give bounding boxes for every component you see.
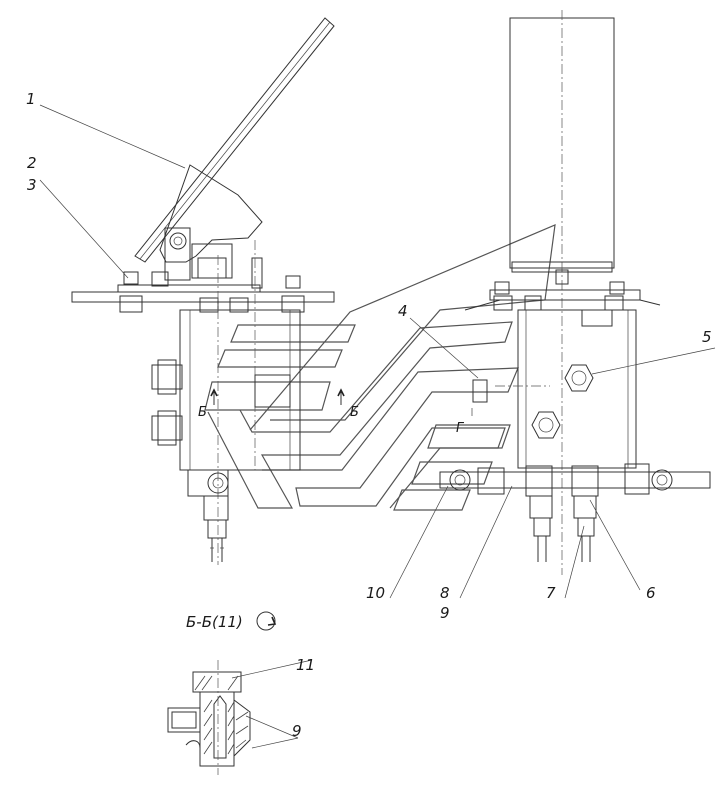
callout-9-section: 9 [292,722,302,740]
callout-2: 2 [27,154,37,172]
callout-10: 10 [366,584,385,602]
section-title: Б-Б(11) [186,613,243,631]
section-marks: Б Б Г Б-Б(11) [186,405,465,631]
leader-lines [39,104,716,749]
section-mark-aux: Г [456,421,465,436]
callout-3: 3 [27,176,37,194]
callout-labels: 1 2 3 4 5 6 7 8 9 10 11 9 [26,90,712,740]
section-detail [167,611,277,775]
callout-5: 5 [702,328,712,346]
callout-8: 8 [440,584,450,602]
callout-11: 11 [296,656,315,674]
watermark-logo [204,224,556,511]
callout-4: 4 [398,302,408,320]
section-mark-left: Б [198,405,207,420]
callout-1: 1 [26,90,36,108]
callout-6: 6 [646,584,656,602]
callout-7: 7 [546,584,556,602]
cylinder-assembly [439,10,711,575]
pedal-assembly [71,17,335,565]
callout-9: 9 [440,604,450,622]
section-mark-right: Б [350,405,359,420]
